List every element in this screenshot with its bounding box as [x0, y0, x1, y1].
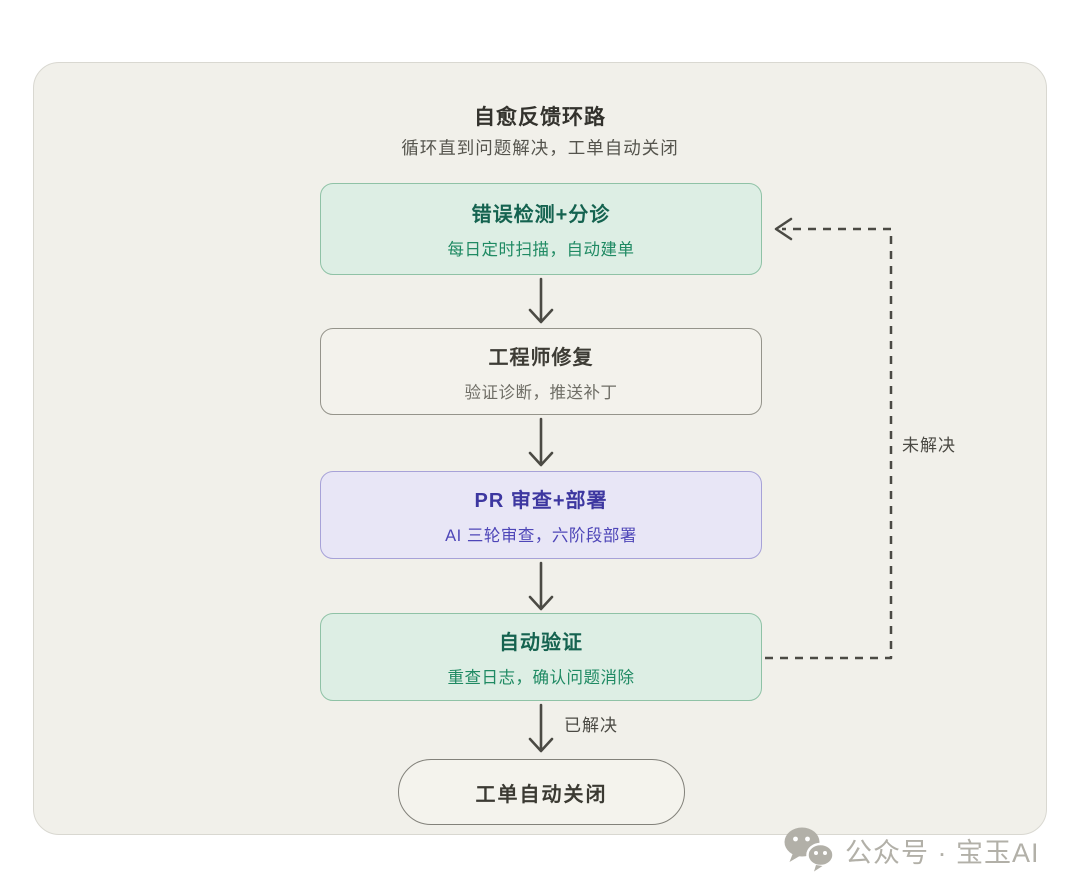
end-node-label: 工单自动关闭	[475, 783, 608, 806]
node-title: 错误检测+分诊	[471, 204, 611, 226]
node-subtitle: 重查日志，确认问题消除	[447, 669, 635, 687]
flow-node-engineer-fix: 工程师修复 验证诊断，推送补丁	[320, 328, 762, 415]
edge-label-resolved: 已解决	[564, 716, 618, 735]
watermark: 公众号 · 宝玉AI	[782, 826, 1040, 874]
node-title: 工程师修复	[488, 346, 594, 369]
node-subtitle: 验证诊断，推送补丁	[464, 383, 618, 402]
flow-node-error-detection: 错误检测+分诊 每日定时扫描，自动建单	[320, 183, 762, 275]
arrow-down-1-head	[528, 308, 554, 324]
node-subtitle: 每日定时扫描，自动建单	[447, 241, 635, 259]
node-title: PR 审查+部署	[474, 490, 608, 512]
flow-node-auto-verify: 自动验证 重查日志，确认问题消除	[320, 613, 762, 701]
feedback-dashed-path	[765, 227, 893, 660]
feedback-arrow-head	[774, 217, 793, 241]
wechat-icon	[784, 827, 835, 872]
watermark-text: 公众号 · 宝玉AI	[845, 837, 1040, 868]
node-subtitle: AI 三轮审查，六阶段部署	[445, 527, 637, 545]
arrow-down-3-head	[528, 595, 554, 611]
diagram-card: 自愈反馈环路 循环直到问题解决，工单自动关闭	[33, 62, 1047, 835]
flow-node-pr-review-deploy: PR 审查+部署 AI 三轮审查，六阶段部署	[320, 471, 762, 559]
edge-label-unresolved: 未解决	[902, 436, 956, 455]
arrow-down-4-head	[528, 737, 554, 753]
connector-layer	[528, 217, 893, 753]
diagram-title: 自愈反馈环路	[474, 106, 606, 129]
arrow-down-2-head	[528, 451, 554, 467]
flow-end-node-ticket-closed: 工单自动关闭	[398, 759, 685, 825]
node-title: 自动验证	[499, 632, 583, 654]
diagram-subtitle: 循环直到问题解决，工单自动关闭	[401, 138, 679, 158]
